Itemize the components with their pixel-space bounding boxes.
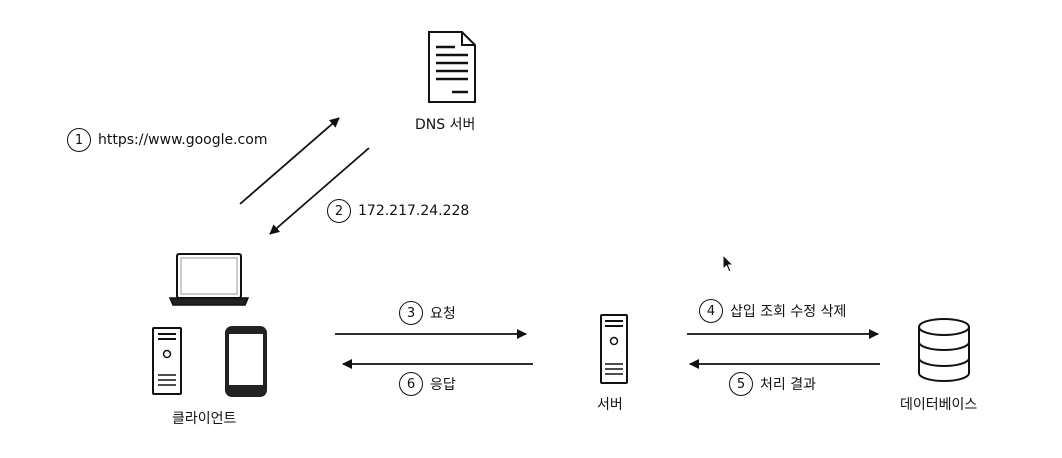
step-2-label: 2 172.217.24.228 (327, 199, 469, 223)
laptop-icon (168, 253, 250, 306)
step-6-number: 6 (399, 372, 423, 396)
step-1-label: 1 https://www.google.com (67, 128, 267, 152)
step-5-label: 5 처리 결과 (729, 372, 816, 396)
smartphone-icon (225, 326, 267, 397)
step-4-label: 4 삽입 조회 수정 삭제 (699, 299, 846, 323)
arrow-client-to-dns (239, 117, 340, 205)
arrow-dns-to-client (269, 147, 370, 235)
client-label: 클라이언트 (172, 411, 237, 427)
dns-server-label: DNS 서버 (415, 117, 476, 133)
server-icon (600, 314, 628, 384)
step-3-text: 요청 (430, 306, 456, 322)
database-label: 데이터베이스 (900, 397, 978, 413)
server-label: 서버 (597, 397, 623, 413)
document-icon (428, 31, 476, 103)
step-1-text: https://www.google.com (98, 132, 268, 148)
step-1-number: 1 (67, 128, 91, 152)
step-5-number: 5 (729, 372, 753, 396)
step-2-text: 172.217.24.228 (358, 203, 470, 219)
step-3-number: 3 (399, 301, 423, 325)
step-4-text: 삽입 조회 수정 삭제 (730, 304, 847, 320)
desktop-tower-icon (152, 327, 182, 395)
step-5-text: 처리 결과 (760, 377, 816, 393)
step-3-label: 3 요청 (399, 301, 456, 325)
step-6-label: 6 응답 (399, 372, 456, 396)
database-icon (918, 318, 970, 382)
mouse-cursor-icon (722, 253, 735, 273)
step-6-text: 응답 (430, 377, 456, 393)
step-2-number: 2 (327, 199, 351, 223)
step-4-number: 4 (699, 299, 723, 323)
